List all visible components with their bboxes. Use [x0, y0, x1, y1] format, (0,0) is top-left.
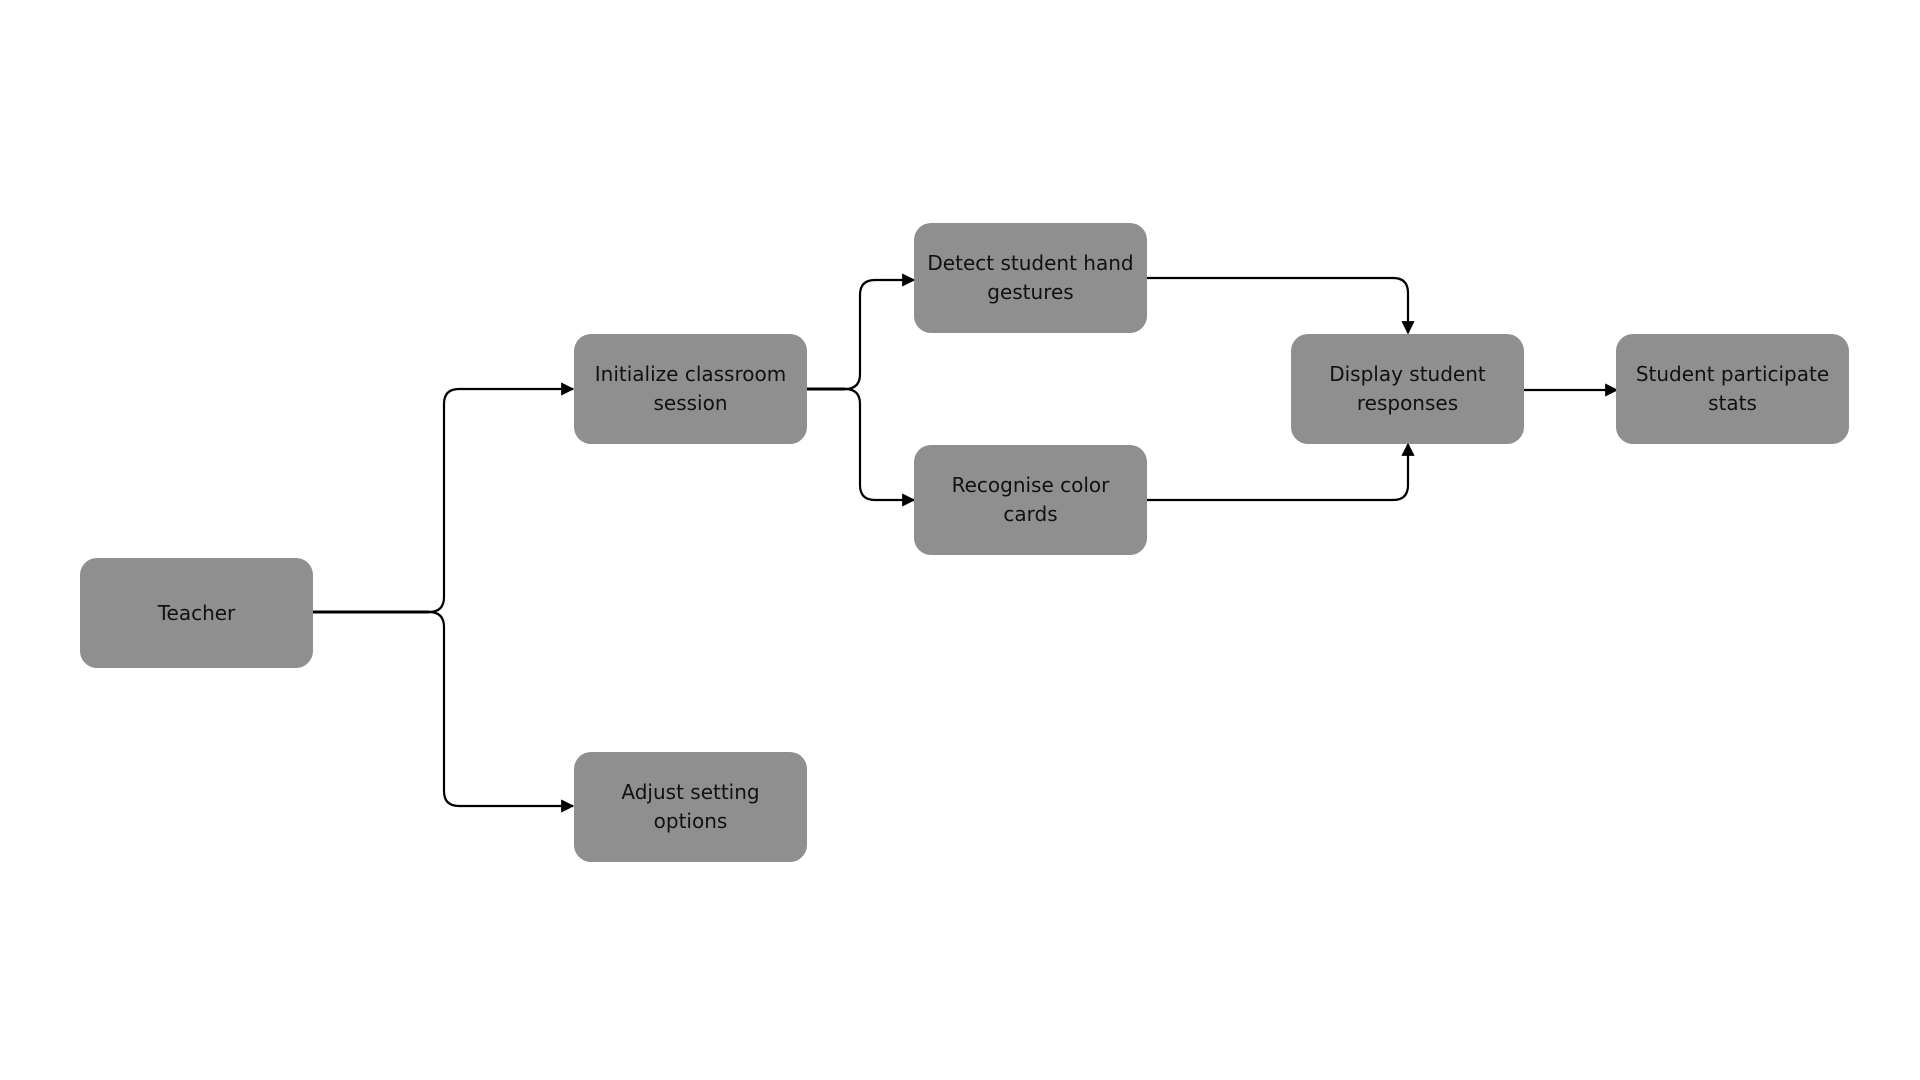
- edge-teacher-to-initialize: [428, 382, 575, 614]
- edge-initialize-to-detect: [844, 273, 916, 391]
- node-recognise-color-cards-label: Recognise color cards: [951, 473, 1110, 526]
- node-initialize-classroom-session: Initialize classroom session: [574, 334, 807, 444]
- node-recognise-color-cards: Recognise color cards: [914, 445, 1147, 555]
- node-student-participate-stats: Student participate stats: [1616, 334, 1849, 444]
- node-display-student-responses-label: Display student responses: [1329, 362, 1486, 415]
- node-display-student-responses: Display student responses: [1291, 334, 1524, 444]
- edge-initialize-to-recognise: [844, 387, 916, 507]
- edge-recognise-to-display: [1147, 442, 1415, 502]
- node-teacher-label: Teacher: [157, 600, 236, 625]
- node-student-participate-stats-label: Student participate stats: [1635, 362, 1830, 415]
- node-detect-student-hand-gestures-label: Detect student hand gestures: [927, 251, 1134, 304]
- node-adjust-setting-options-label: Adjust setting options: [621, 780, 760, 833]
- node-initialize-classroom-session-label: Initialize classroom session: [594, 362, 787, 415]
- edge-detect-to-display: [1147, 276, 1415, 335]
- node-adjust-setting-options: Adjust setting options: [574, 752, 807, 862]
- edge-teacher-to-adjust: [428, 610, 575, 813]
- node-detect-student-hand-gestures: Detect student hand gestures: [914, 223, 1147, 333]
- node-teacher: Teacher: [80, 558, 313, 668]
